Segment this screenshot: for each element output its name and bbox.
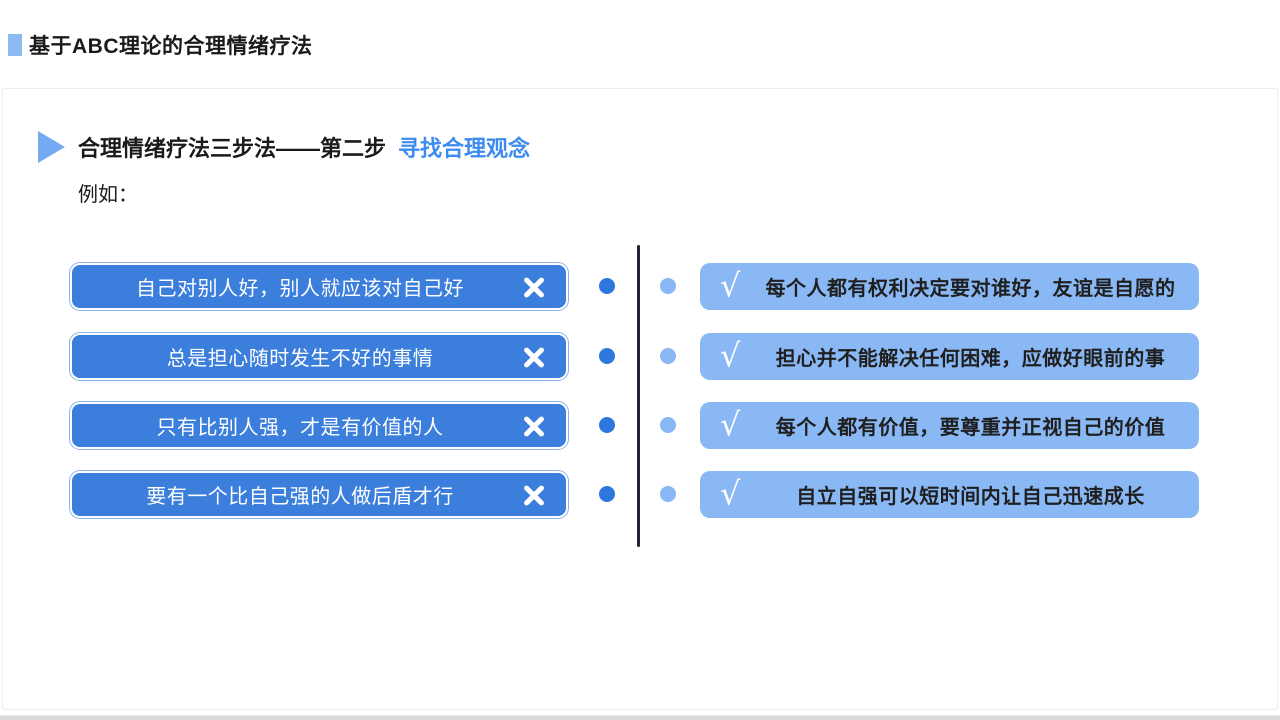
- section-heading-highlight: 寻找合理观念: [398, 136, 531, 161]
- check-icon: √: [720, 266, 741, 305]
- vertical-divider: [637, 245, 640, 547]
- connector-dot-left: [599, 417, 615, 433]
- irrational-belief-box: 自己对别人好，别人就应该对自己好: [70, 263, 568, 310]
- irrational-belief-box: 要有一个比自己强的人做后盾才行: [70, 471, 568, 518]
- check-icon: √: [720, 474, 741, 513]
- example-label: 例如：: [78, 184, 138, 206]
- rational-belief-box: √ 担心并不能解决任何困难，应做好眼前的事: [700, 333, 1199, 380]
- rational-belief-box: √ 自立自强可以短时间内让自己迅速成长: [700, 471, 1199, 518]
- connector-dot-right: [660, 348, 676, 364]
- check-icon: √: [720, 405, 741, 444]
- irrational-belief-box: 只有比别人强，才是有价值的人: [70, 402, 568, 449]
- rational-belief-text: 每个人都有权利决定要对谁好，友谊是自愿的: [765, 278, 1176, 300]
- slide-title-row: 基于ABC理论的合理情绪疗法: [8, 32, 313, 58]
- connector-dot-left: [599, 348, 615, 364]
- rational-belief-box: √ 每个人都有价值，要尊重并正视自己的价值: [700, 402, 1199, 449]
- slide-panel-border: [2, 88, 1278, 710]
- rational-belief-text: 每个人都有价值，要尊重并正视自己的价值: [775, 417, 1166, 439]
- x-cross-icon: [522, 414, 546, 438]
- comparison-row-3: 只有比别人强，才是有价值的人 √ 每个人都有价值，要尊重并正视自己的价值: [0, 402, 1280, 449]
- check-icon: √: [720, 336, 741, 375]
- x-cross-icon: [522, 483, 546, 507]
- section-heading-row: 合理情绪疗法三步法——第二步 寻找合理观念: [38, 130, 530, 164]
- irrational-belief-text: 要有一个比自己强的人做后盾才行: [146, 486, 454, 508]
- x-cross-icon: [522, 275, 546, 299]
- section-heading: 合理情绪疗法三步法——第二步: [78, 136, 387, 161]
- connector-dot-right: [660, 417, 676, 433]
- comparison-row-1: 自己对别人好，别人就应该对自己好 √ 每个人都有权利决定要对谁好，友谊是自愿的: [0, 263, 1280, 310]
- irrational-belief-box: 总是担心随时发生不好的事情: [70, 333, 568, 380]
- rational-belief-box: √ 每个人都有权利决定要对谁好，友谊是自愿的: [700, 263, 1199, 310]
- connector-dot-right: [660, 278, 676, 294]
- irrational-belief-text: 自己对别人好，别人就应该对自己好: [136, 278, 464, 300]
- bottom-edge-strip: [0, 715, 1280, 720]
- connector-dot-right: [660, 486, 676, 502]
- irrational-belief-text: 只有比别人强，才是有价值的人: [156, 417, 444, 439]
- connector-dot-left: [599, 486, 615, 502]
- page-title: 基于ABC理论的合理情绪疗法: [29, 35, 313, 58]
- rational-belief-text: 担心并不能解决任何困难，应做好眼前的事: [775, 348, 1166, 370]
- right-triangle-icon: [38, 131, 65, 163]
- x-cross-icon: [522, 345, 546, 369]
- irrational-belief-text: 总是担心随时发生不好的事情: [166, 348, 434, 370]
- rational-belief-text: 自立自强可以短时间内让自己迅速成长: [796, 486, 1145, 508]
- comparison-row-4: 要有一个比自己强的人做后盾才行 √ 自立自强可以短时间内让自己迅速成长: [0, 471, 1280, 518]
- connector-dot-left: [599, 278, 615, 294]
- square-bullet-icon: [8, 34, 22, 56]
- comparison-row-2: 总是担心随时发生不好的事情 √ 担心并不能解决任何困难，应做好眼前的事: [0, 333, 1280, 380]
